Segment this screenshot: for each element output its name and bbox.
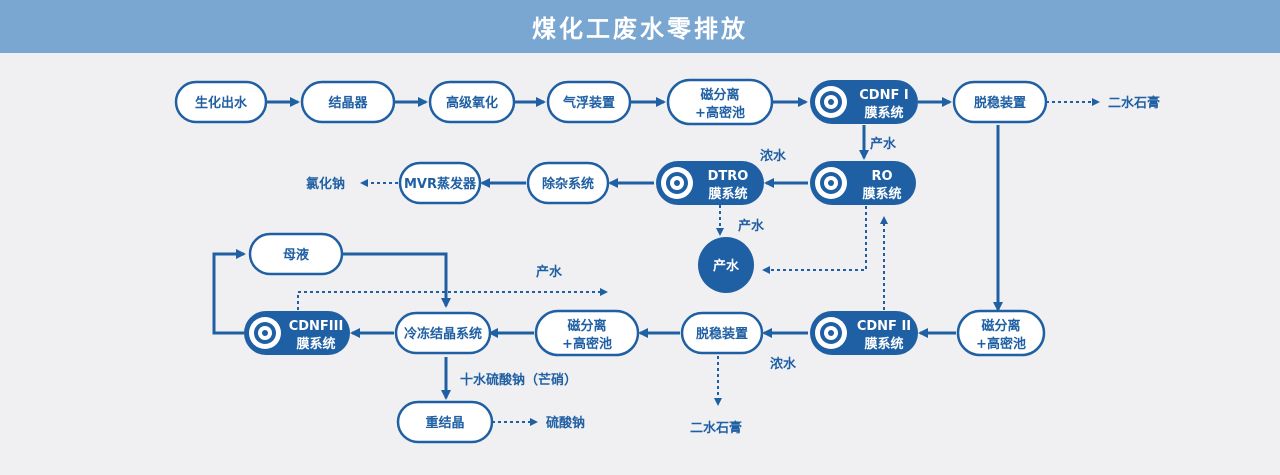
label-chanshui-cdnf1: 产水 [870,136,897,152]
node-qifu: 气浮装置 [546,80,632,124]
output-nacl: 氯化钠 [306,176,345,192]
dashed-ro-product [762,206,867,274]
page-title: 煤化工废水零排放 [532,15,748,43]
node-label: CDNF II [857,319,911,334]
node-tuowen-1: 脱稳装置 [952,80,1048,124]
label-nongshui-cdnf2: 浓水 [770,356,797,372]
node-cifenli-2: 磁分离 +高密池 [534,309,640,357]
node-tuowen-2: 脱稳装置 [680,311,764,355]
arrow-cdnf3-muye [212,249,246,335]
node-label: 膜系统 [864,336,903,352]
node-label: 磁分离 [981,318,1020,334]
dashed-cdnf3-product [297,288,608,310]
node-label: 除杂系统 [542,176,594,192]
node-label: +高密池 [562,336,612,352]
node-muye: 母液 [248,232,344,276]
node-chongjiejing: 重结晶 [396,400,494,444]
node-lengdong: 冷冻结晶系统 [394,311,492,355]
label-chanshui-mid: 产水 [536,264,563,280]
node-label: MVR蒸发器 [404,176,477,192]
node-chuza: 除杂系统 [526,161,610,205]
node-ro: RO 膜系统 [810,161,916,205]
node-cifenli-1: 磁分离 +高密池 [666,78,774,126]
node-label: CDNFIII [289,319,344,334]
node-jiejingqi: 结晶器 [300,80,396,124]
node-label: 结晶器 [328,95,368,111]
node-shenghua: 生化出水 [174,80,268,124]
node-cifenli-3: 磁分离 +高密池 [956,309,1046,357]
node-cdnf3: CDNFIII 膜系统 [244,311,350,355]
node-label: 生化出水 [195,95,248,111]
node-label: CDNF I [859,88,908,103]
label-mangxiao: 十水硫酸钠（芒硝） [460,372,577,388]
output-gypsum-2: 二水石膏 [690,420,742,436]
node-label: +高密池 [976,336,1026,352]
node-label: 气浮装置 [563,95,615,111]
node-label: DTRO [708,169,749,184]
node-cdnf2: CDNF II 膜系统 [810,311,918,355]
node-label: 冷冻结晶系统 [404,326,482,342]
node-label: 膜系统 [862,186,901,202]
arrow-muye-lengdong [342,252,451,308]
node-label: 脱稳装置 [974,95,1026,111]
node-label: 脱稳装置 [696,326,748,342]
node-label: RO [871,169,892,184]
output-gypsum-1: 二水石膏 [1108,95,1160,111]
node-label: 膜系统 [864,105,903,121]
output-na2so4: 硫酸钠 [546,415,585,431]
node-label: 重结晶 [425,415,464,431]
node-label: 产水 [713,258,740,274]
node-cdnf1: CDNF I 膜系统 [810,80,918,124]
node-product-water: 产水 [698,237,754,293]
title-banner: 煤化工废水零排放 [0,0,1280,53]
node-label: 膜系统 [296,336,335,352]
label-nongshui-dtro: 浓水 [760,148,787,164]
node-label: 磁分离 [567,318,606,334]
node-label: +高密池 [695,105,745,121]
node-gaojiyanghua: 高级氧化 [428,80,516,124]
node-label: 磁分离 [700,87,739,103]
node-dtro: DTRO 膜系统 [656,161,764,205]
node-label: 高级氧化 [446,95,498,111]
node-mvr: MVR蒸发器 [398,161,482,205]
node-label: 膜系统 [708,186,747,202]
node-label: 母液 [283,247,309,263]
label-chanshui-dtro: 产水 [738,218,765,234]
